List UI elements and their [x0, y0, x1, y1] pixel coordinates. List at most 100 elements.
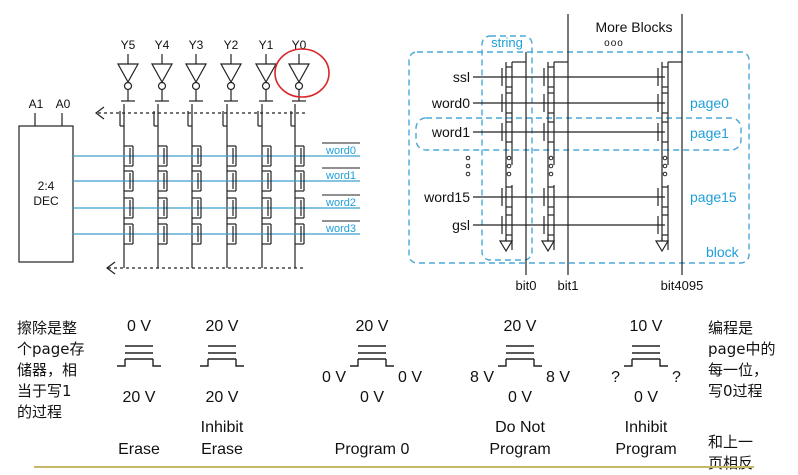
- source-lead-icon: [350, 359, 359, 367]
- addr-a0-label: A0: [56, 97, 71, 111]
- drain-lead-icon: [533, 359, 542, 367]
- row-label-4: gsl: [452, 217, 470, 233]
- bias-caption-line2: Program 0: [335, 441, 410, 458]
- ellipsis-dot-icon: [506, 163, 512, 169]
- program-note-line: page中的: [708, 340, 775, 358]
- ellipsis-dot-icon: [662, 155, 668, 161]
- drain-lead-icon: [385, 359, 394, 367]
- inverter-icon: [184, 63, 208, 84]
- word-line-label-2: word2: [325, 197, 356, 209]
- program-note-line: 写0过程: [708, 382, 763, 400]
- erase-note-line: 擦除是整: [17, 319, 77, 337]
- bias-top-voltage: 20 V: [504, 318, 537, 335]
- bias-bottom-voltage: 20 V: [206, 389, 239, 406]
- ellipsis-dot-icon: [548, 163, 554, 169]
- program-note-line2: 页相反: [708, 454, 753, 472]
- source-lead-icon: [200, 359, 209, 367]
- inverter-bubble-icon: [123, 81, 133, 91]
- erase-note-line: 当于写1: [17, 382, 72, 400]
- bottom-divider: [34, 466, 754, 468]
- decoder-col-label-y4: Y4: [155, 38, 170, 52]
- erase-note-line: 的过程: [17, 403, 62, 421]
- decoder-col-label-y1: Y1: [259, 38, 274, 52]
- bias-source-voltage: 8 V: [470, 369, 494, 386]
- page1-dashed-box: [415, 117, 742, 151]
- drain-lead-icon: [659, 359, 668, 367]
- bias-caption-line1: Inhibit: [625, 419, 668, 436]
- bias-top-voltage: 10 V: [630, 318, 663, 335]
- bit-label-0: bit0: [516, 278, 537, 293]
- inverter-bubble-icon: [294, 81, 304, 91]
- left-arrow-icon: [95, 106, 105, 120]
- program-note-line: 每一位，: [708, 361, 768, 379]
- bias-source-voltage: 0 V: [322, 369, 346, 386]
- page-label-2: page15: [690, 189, 737, 205]
- erase-note-line: 储器，相: [17, 361, 77, 379]
- decoder-label: 2:4: [38, 179, 55, 193]
- bias-caption-line2: Program: [489, 441, 550, 458]
- bias-bottom-voltage: 0 V: [360, 389, 384, 406]
- row-label-3: word15: [423, 189, 470, 205]
- ellipsis-dot-icon: [662, 171, 668, 177]
- string-label: string: [491, 35, 523, 50]
- decoder-col-label-y3: Y3: [189, 38, 204, 52]
- addr-a1-label: A1: [29, 97, 44, 111]
- bias-top-voltage: 20 V: [356, 318, 389, 335]
- bias-caption-line1: Do Not: [495, 419, 545, 436]
- inverter-bubble-icon: [261, 81, 271, 91]
- block-dashed-box: [408, 51, 750, 264]
- ground-icon: [498, 240, 514, 253]
- bias-bottom-voltage: 0 V: [634, 389, 658, 406]
- ellipsis-dot-icon: [506, 171, 512, 177]
- bias-drain-voltage: ?: [672, 369, 681, 386]
- bias-drain-voltage: 8 V: [546, 369, 570, 386]
- program-note-line: 编程是: [708, 319, 753, 337]
- ellipsis-dot-icon: [465, 171, 471, 177]
- source-lead-icon: [117, 359, 126, 367]
- word-line-label-3: word3: [325, 223, 356, 235]
- ellipsis-dot-icon: [465, 155, 471, 161]
- row-label-1: word0: [431, 95, 470, 111]
- bias-top-voltage: 20 V: [206, 318, 239, 335]
- string-dashed-box: [481, 35, 533, 261]
- page-label-1: page1: [690, 125, 729, 141]
- bit-label-2: bit4095: [661, 278, 704, 293]
- bias-top-voltage: 0 V: [127, 318, 151, 335]
- source-lead-icon: [624, 359, 633, 367]
- word-line-label-1: word1: [325, 170, 356, 182]
- bias-caption-line2: Erase: [201, 441, 243, 458]
- row-label-2: word1: [431, 124, 470, 140]
- ellipsis-dot-icon: [506, 155, 512, 161]
- ellipsis-dot-icon: [662, 163, 668, 169]
- more-blocks-dots: ooo: [604, 38, 624, 49]
- inverter-icon: [287, 63, 311, 84]
- source-lead-icon: [498, 359, 507, 367]
- bias-bottom-voltage: 0 V: [508, 389, 532, 406]
- bias-caption-line2: Erase: [118, 441, 160, 458]
- inverter-bubble-icon: [157, 81, 167, 91]
- decoder-col-label-y2: Y2: [224, 38, 239, 52]
- more-blocks-label: More Blocks: [595, 19, 672, 35]
- decoder-col-label-y5: Y5: [121, 38, 136, 52]
- left-arrow-icon: [106, 261, 116, 275]
- page-label-0: page0: [690, 95, 729, 111]
- inverter-icon: [219, 63, 243, 84]
- program-note-line2: 和上一: [708, 433, 753, 451]
- decoder-label: DEC: [33, 194, 59, 208]
- word-line-label-0: word0: [325, 145, 356, 157]
- bias-caption-line1: Inhibit: [201, 419, 244, 436]
- inverter-bubble-icon: [191, 81, 201, 91]
- highlight-circle: [274, 48, 330, 98]
- bias-source-voltage: ?: [611, 369, 620, 386]
- ground-icon: [654, 240, 670, 253]
- inverter-bubble-icon: [226, 81, 236, 91]
- inverter-icon: [150, 63, 174, 84]
- block-label: block: [706, 244, 740, 260]
- ellipsis-dot-icon: [548, 171, 554, 177]
- ellipsis-dot-icon: [465, 163, 471, 169]
- operation-bias-table: 擦除是整个page存储器，相当于写1的过程编程是page中的每一位，写0过程和上…: [17, 318, 775, 472]
